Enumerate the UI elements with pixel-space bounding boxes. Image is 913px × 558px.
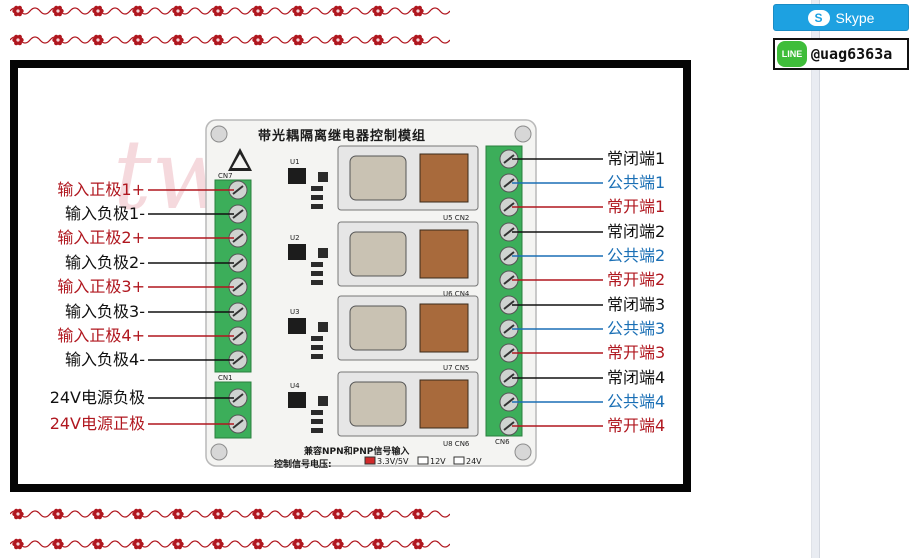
left-pin-label: 24V电源正极 xyxy=(49,414,145,433)
left-pin-label: 输入负极3- xyxy=(65,302,145,321)
board-title: 带光耦隔离继电器控制模组 xyxy=(258,129,427,144)
mount-hole-bl xyxy=(210,443,228,461)
optocoupler-chip xyxy=(288,244,306,260)
left-pin-label: 输入正极3+ xyxy=(57,277,145,296)
floral-divider-top-1 xyxy=(10,2,450,20)
voltage-option-1: 3.3V/5V xyxy=(377,457,409,466)
relay-label: U5 CN2 xyxy=(443,214,469,222)
right-pin-label: 公共端3 xyxy=(607,319,666,338)
left-pin-label: 输入负极2- xyxy=(65,253,145,272)
line-icon: LINE xyxy=(777,41,807,67)
sidebar-strip xyxy=(812,0,820,558)
right-pin-label: 公共端1 xyxy=(607,173,666,192)
voltage-12v-marker xyxy=(417,456,429,465)
right-pin-label: 公共端4 xyxy=(607,392,666,411)
svg-text:CN1: CN1 xyxy=(218,374,233,382)
board-compat-text: 兼容NPN和PNP信号输入 xyxy=(304,447,410,457)
optocoupler-chip xyxy=(288,392,306,408)
left-pin-label: 输入负极4- xyxy=(65,350,145,369)
optocoupler-chip xyxy=(288,318,306,334)
svg-text:CN6: CN6 xyxy=(495,438,510,446)
voltage-selected-marker xyxy=(364,456,376,465)
voltage-option-2: 12V xyxy=(430,457,446,466)
skype-label: Skype xyxy=(835,9,875,26)
mount-hole-tl xyxy=(210,125,228,143)
voltage-24v-marker xyxy=(453,456,465,465)
line-contact-button[interactable]: LINE @uag6363a xyxy=(773,38,909,70)
sidebar-panel xyxy=(752,0,812,558)
right-pin-label: 常闭端3 xyxy=(607,295,666,314)
left-pin-label: 24V电源负极 xyxy=(49,388,145,407)
optocoupler-chip xyxy=(288,168,306,184)
board-voltage-label: 控制信号电压: xyxy=(274,460,332,470)
chip-label: U3 xyxy=(290,308,300,316)
right-pin-label: 常开端4 xyxy=(607,416,666,435)
line-id-label: @uag6363a xyxy=(811,45,893,63)
right-pin-label: 公共端2 xyxy=(607,246,666,265)
right-pin-label: 常闭端4 xyxy=(607,368,666,387)
left-pin-label: 输入正极4+ xyxy=(57,326,145,345)
left-pin-label: 输入正极1+ xyxy=(57,180,145,199)
floral-divider-bottom-1 xyxy=(10,505,450,523)
relay-label: U8 CN6 xyxy=(443,440,470,448)
right-pin-label: 常开端2 xyxy=(607,270,666,289)
mount-hole-br xyxy=(514,443,532,461)
svg-text:CN7: CN7 xyxy=(218,172,233,180)
relay-label: U6 CN4 xyxy=(443,290,470,298)
left-pin-label: 输入正极2+ xyxy=(57,228,145,247)
right-pin-label: 常闭端2 xyxy=(607,222,666,241)
right-pin-label: 常闭端1 xyxy=(607,149,666,168)
skype-icon: S xyxy=(807,9,830,26)
skype-button[interactable]: S Skype xyxy=(773,4,909,31)
floral-divider-bottom-2 xyxy=(10,535,450,553)
left-pin-label: 输入负极1- xyxy=(65,204,145,223)
floral-divider-top-2 xyxy=(10,31,450,49)
relay-label: U7 CN5 xyxy=(443,364,469,372)
right-pin-label: 常开端1 xyxy=(607,197,666,216)
voltage-option-3: 24V xyxy=(466,457,482,466)
chip-label: U4 xyxy=(290,382,300,390)
right-pin-label: 常开端3 xyxy=(607,343,666,362)
chip-label: U2 xyxy=(290,234,300,242)
mount-hole-tr xyxy=(514,125,532,143)
chip-label: U1 xyxy=(290,158,300,166)
sidebar-divider xyxy=(819,0,820,558)
output-terminal-block xyxy=(485,145,523,437)
